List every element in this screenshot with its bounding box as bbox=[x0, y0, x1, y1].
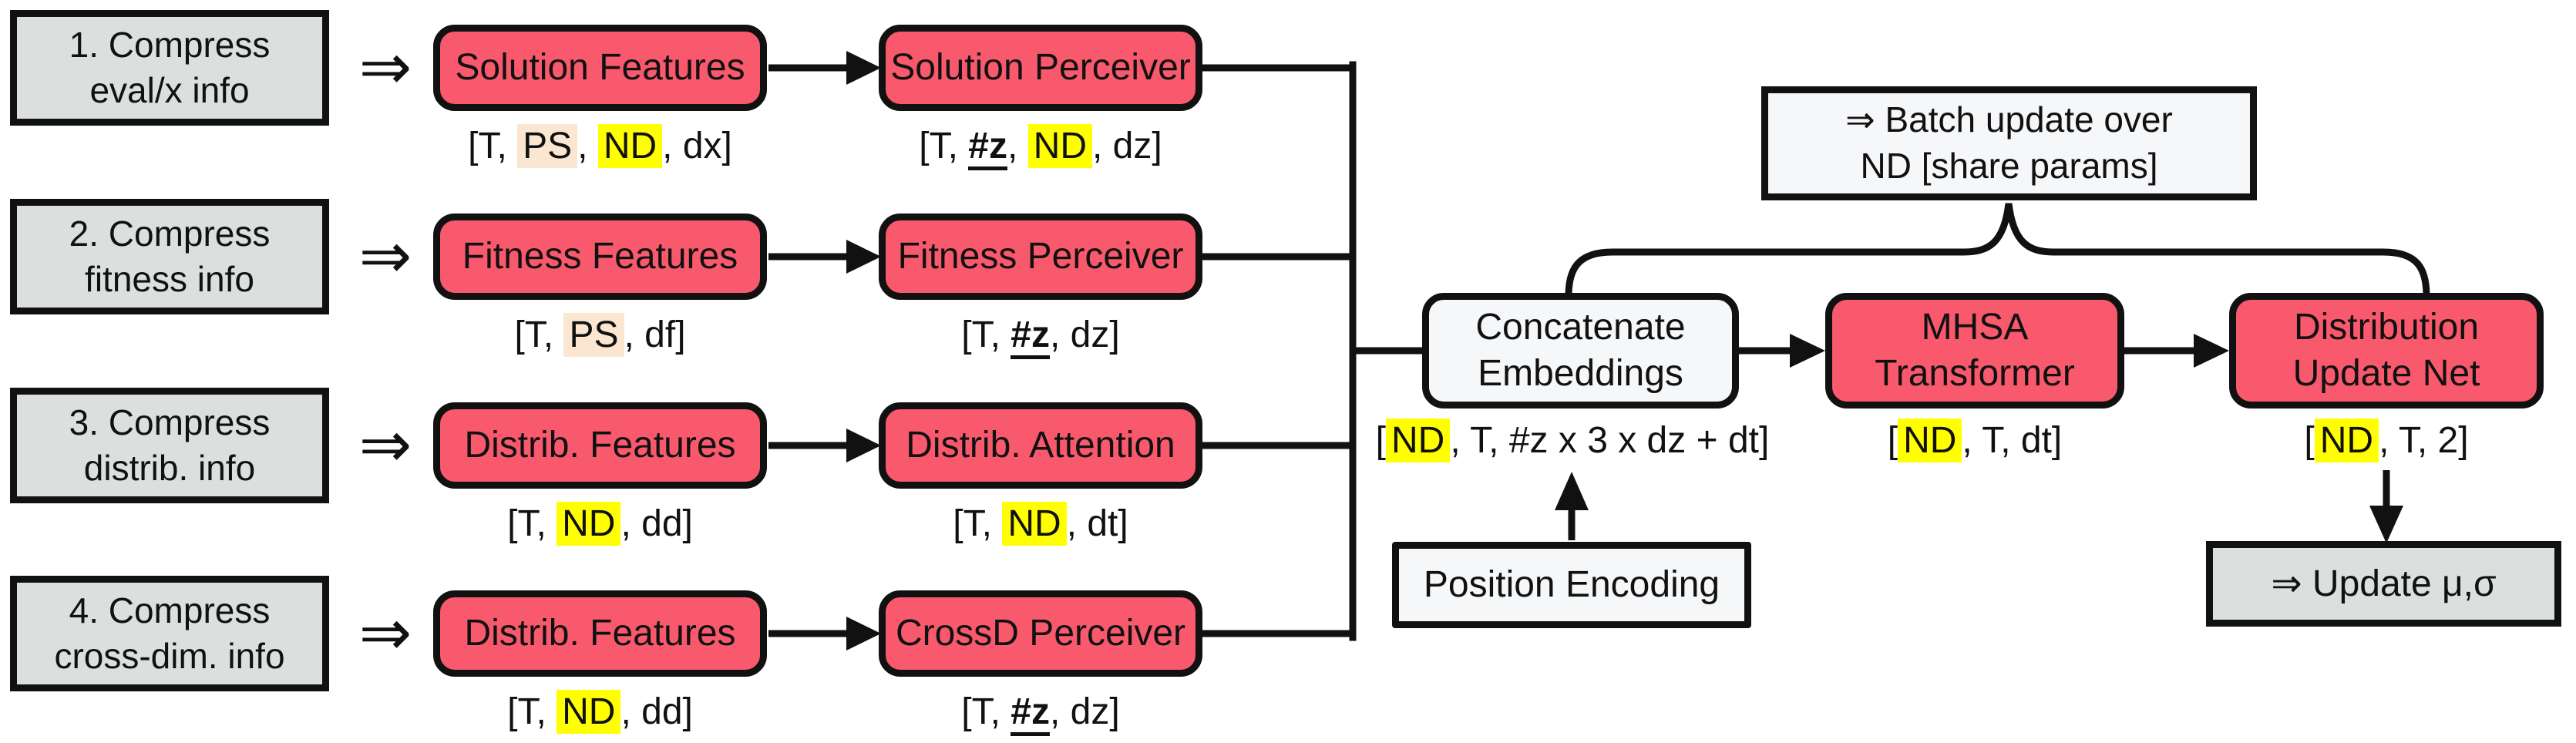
distrib-attention-label: Distrib. Attention bbox=[906, 425, 1175, 466]
step-1-box: 1. Compress eval/x info bbox=[10, 10, 329, 126]
distribution-update-dims: [ND, T, 2] bbox=[2304, 419, 2469, 462]
update-mu-sigma-label: ⇒ Update μ,σ bbox=[2271, 563, 2497, 604]
position-encoding-label: Position Encoding bbox=[1423, 564, 1720, 605]
update-mu-sigma-box: ⇒ Update μ,σ bbox=[2206, 541, 2561, 627]
arrow-head-concat-mhsa bbox=[1790, 334, 1825, 368]
solution-perceiver-dims: [T, #z, ND, dz] bbox=[879, 122, 1202, 171]
crossdim-features-dims: [T, ND, dd] bbox=[507, 690, 693, 734]
fitness-features-label: Fitness Features bbox=[462, 236, 738, 277]
concatenate-dims: [ND, T, #z x 3 x dz + dt] bbox=[1375, 419, 1770, 462]
distribution-update-net-box: Distribution Update Net bbox=[2229, 293, 2544, 408]
distrib-features-label: Distrib. Features bbox=[464, 425, 736, 466]
arrow-head-mhsa-dist bbox=[2194, 334, 2229, 368]
batch-update-note-box: ⇒ Batch update over ND [share params] bbox=[1761, 86, 2257, 200]
arrow-head-row3 bbox=[846, 429, 881, 462]
mhsa-transformer-box: MHSA Transformer bbox=[1825, 293, 2124, 408]
arrow-head-row4 bbox=[846, 617, 881, 651]
step-1-label: 1. Compress eval/x info bbox=[69, 25, 271, 110]
batch-brace bbox=[1565, 203, 2430, 300]
concatenate-embeddings-box: Concatenate Embeddings bbox=[1422, 293, 1739, 408]
double-arrow-icon-row3: ⇒ bbox=[358, 410, 412, 480]
double-arrow-icon-row1: ⇒ bbox=[358, 32, 412, 103]
crossdim-features-label: Distrib. Features bbox=[464, 613, 736, 654]
arrow-head-row2 bbox=[846, 240, 881, 274]
fitness-perceiver-label: Fitness Perceiver bbox=[897, 236, 1184, 277]
step-4-box: 4. Compress cross-dim. info bbox=[10, 576, 329, 691]
fitness-features-dims: [T, PS, df] bbox=[514, 313, 686, 357]
distrib-features-box: Distrib. Features bbox=[433, 402, 767, 489]
crossd-perceiver-label: CrossD Perceiver bbox=[895, 613, 1186, 654]
mhsa-dims: [ND, T, dt] bbox=[1887, 419, 2063, 462]
crossd-perceiver-dims: [T, #z, dz] bbox=[879, 688, 1202, 737]
step-3-box: 3. Compress distrib. info bbox=[10, 388, 329, 503]
distrib-features-dims: [T, ND, dd] bbox=[507, 502, 693, 546]
distrib-attention-box: Distrib. Attention bbox=[879, 402, 1202, 489]
mhsa-transformer-label: MHSA Transformer bbox=[1875, 307, 2075, 394]
step-4-label: 4. Compress cross-dim. info bbox=[54, 590, 285, 676]
step-3-label: 3. Compress distrib. info bbox=[69, 402, 271, 488]
step-2-label: 2. Compress fitness info bbox=[69, 213, 271, 299]
fitness-perceiver-box: Fitness Perceiver bbox=[879, 213, 1202, 300]
arrow-head-update bbox=[2369, 506, 2403, 543]
distrib-attention-dims: [T, ND, dt] bbox=[953, 502, 1128, 546]
solution-features-box: Solution Features bbox=[433, 25, 767, 111]
crossd-perceiver-box: CrossD Perceiver bbox=[879, 590, 1202, 677]
fitness-features-box: Fitness Features bbox=[433, 213, 767, 300]
double-arrow-icon-row4: ⇒ bbox=[358, 598, 412, 668]
solution-perceiver-box: Solution Perceiver bbox=[879, 25, 1202, 111]
position-encoding-box: Position Encoding bbox=[1392, 542, 1751, 628]
arrow-head-posenc bbox=[1555, 472, 1589, 510]
solution-features-label: Solution Features bbox=[455, 47, 745, 88]
distribution-update-net-label: Distribution Update Net bbox=[2292, 307, 2480, 394]
double-arrow-icon-row2: ⇒ bbox=[358, 221, 412, 291]
solution-features-dims: [T, PS, ND, dx] bbox=[468, 124, 732, 168]
concatenate-embeddings-label: Concatenate Embeddings bbox=[1475, 307, 1686, 394]
step-2-box: 2. Compress fitness info bbox=[10, 199, 329, 314]
solution-perceiver-label: Solution Perceiver bbox=[890, 47, 1191, 88]
fitness-perceiver-dims: [T, #z, dz] bbox=[879, 311, 1202, 360]
batch-update-note-label: ⇒ Batch update over ND [share params] bbox=[1845, 99, 2173, 186]
arrow-head-row1 bbox=[846, 51, 881, 85]
crossdim-features-box: Distrib. Features bbox=[433, 590, 767, 677]
